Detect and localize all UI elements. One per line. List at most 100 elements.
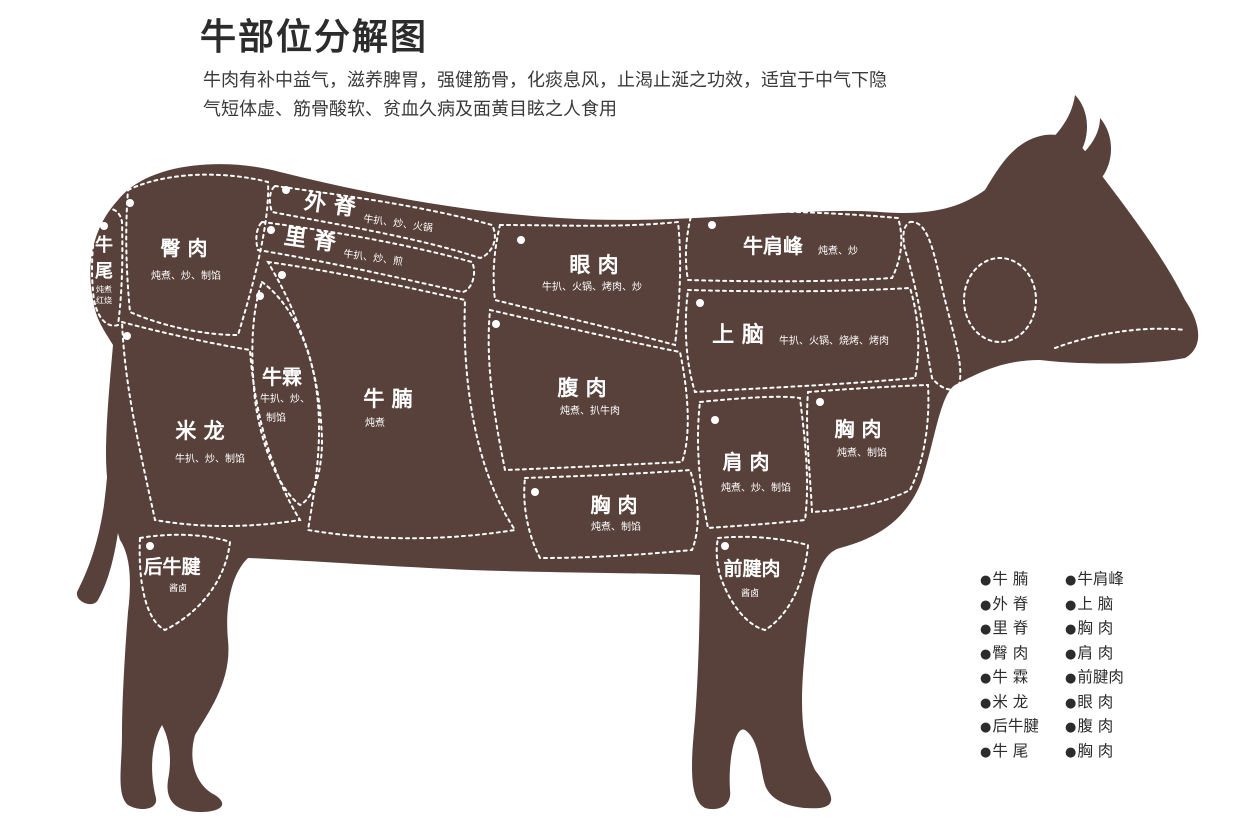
cut-name: 眼 肉 xyxy=(569,253,618,277)
boundary-wai-ji xyxy=(268,184,496,260)
legend-item: ●臀 肉 xyxy=(980,642,1065,667)
cut-name: 牛 腩 xyxy=(363,387,412,411)
description-line-2: 气短体虚、筋骨酸软、贫血久病及面黄目眩之人食用 xyxy=(203,99,617,120)
bullet-icon: ● xyxy=(980,646,992,662)
cut-label-mi-long: 米 龙 牛扒、炒、制馅 xyxy=(175,419,245,465)
cow-horn-front xyxy=(1060,118,1112,188)
legend-label: 胸 肉 xyxy=(1077,619,1114,637)
cut-name: 胸 肉 xyxy=(591,493,638,517)
cut-use: 炖煮、制馅 xyxy=(591,520,641,533)
cut-use: 炖煮、扒牛肉 xyxy=(560,404,620,417)
cut-labels: 牛 尾 炖煮 红烧 臀 肉 炖煮、炒、制馅 外 脊 牛扒、炒、火锅 里 脊 牛扒… xyxy=(95,189,889,599)
cut-use: 炖煮 xyxy=(96,284,112,294)
marker-xiong-rou-1 xyxy=(531,488,539,496)
cut-label-tun-rou: 臀 肉 炖煮、炒、制馅 xyxy=(151,236,221,282)
legend-item: ●上 脑 xyxy=(1065,593,1150,618)
cut-use: 制馅 xyxy=(266,411,286,424)
cut-name: 后牛腱 xyxy=(143,555,200,578)
cut-label-xiong-rou-1: 胸 肉 炖煮、制馅 xyxy=(591,493,641,533)
legend-label: 牛 腩 xyxy=(992,570,1029,588)
boundary-niu-nan xyxy=(266,260,517,540)
cut-name: 臀 肉 xyxy=(161,236,208,260)
legend-item: ●牛 腩 xyxy=(980,568,1065,593)
legend-label: 胸 肉 xyxy=(1077,741,1114,760)
marker-li-ji xyxy=(267,226,275,234)
cut-use: 牛扒、炒、 xyxy=(260,392,310,405)
cut-name: 牛肩峰 xyxy=(743,234,803,258)
marker-tun-rou xyxy=(126,199,134,207)
marker-niu-nan xyxy=(278,271,286,279)
cut-use: 炖煮、炒、制馅 xyxy=(151,269,221,282)
legend: ●牛 腩 ●牛肩峰 ●外 脊 ●上 脑 ●里 脊 ●胸 肉 ●臀 肉 ●肩 肉 … xyxy=(980,568,1170,764)
marker-mi-long xyxy=(123,332,131,340)
cut-use: 炖煮、炒、制馅 xyxy=(721,481,791,494)
cut-label-shang-nao: 上 脑 牛扒、火锅、烧烤、烤肉 xyxy=(712,322,889,348)
cut-use: 酱卤 xyxy=(169,582,187,594)
cut-use: 牛扒、炒、制馅 xyxy=(175,452,245,465)
marker-niu-wei xyxy=(100,222,108,230)
boundary-niu-wei xyxy=(91,207,124,327)
bullet-icon: ● xyxy=(980,744,992,760)
description-line-1: 牛肉有补中益气，滋养脾胃，强健筋骨，化痰息风，止渴止涎之功效，适宜于中气下隐 xyxy=(203,70,887,91)
marker-yan-rou xyxy=(517,236,525,244)
cut-name: 肩 肉 xyxy=(723,450,770,474)
legend-label: 米 龙 xyxy=(992,692,1029,711)
legend-label: 牛 尾 xyxy=(992,741,1029,760)
cut-label-hou-niu-jian: 后牛腱 酱卤 xyxy=(143,555,200,594)
boundary-mi-long xyxy=(120,320,302,527)
legend-item: ●前腱肉 xyxy=(1065,666,1150,691)
bullet-icon: ● xyxy=(1065,671,1077,686)
boundary-xiong-rou-1 xyxy=(523,468,699,560)
marker-xiong-rou-2 xyxy=(816,398,824,406)
bullet-icon: ● xyxy=(1065,646,1077,662)
cut-use: 炖煮、制馅 xyxy=(837,446,887,459)
legend-label: 牛肩峰 xyxy=(1077,570,1124,588)
legend-item: ●牛肩峰 xyxy=(1065,568,1150,593)
bullet-icon: ● xyxy=(1065,597,1077,613)
legend-label: 后牛腱 xyxy=(992,717,1039,735)
cut-name: 前腱肉 xyxy=(723,557,780,580)
boundary-li-ji xyxy=(255,220,476,294)
boundary-qian-jian-rou xyxy=(715,535,810,632)
description: 牛肉有补中益气，滋养脾胃，强健筋骨，化痰息风，止渴止涎之功效，适宜于中气下隐 气… xyxy=(203,66,1003,124)
cut-name: 尾 xyxy=(95,261,113,282)
marker-fu-rou xyxy=(492,320,500,328)
cut-name: 上 脑 xyxy=(712,322,764,348)
cut-use: 炖煮、炒 xyxy=(818,244,858,257)
bullet-icon: ● xyxy=(980,671,992,686)
legend-label: 腹 肉 xyxy=(1077,717,1114,735)
cut-boundaries xyxy=(91,173,1186,632)
bullet-icon: ● xyxy=(980,720,992,735)
bullet-icon: ● xyxy=(1065,622,1077,637)
cut-label-qian-jian-rou: 前腱肉 酱卤 xyxy=(723,557,780,599)
bullet-icon: ● xyxy=(1065,720,1077,735)
legend-label: 上 脑 xyxy=(1077,594,1114,613)
boundary-niu-lin xyxy=(251,280,324,507)
boundary-cheek xyxy=(963,257,1037,343)
legend-label: 前腱肉 xyxy=(1077,668,1124,686)
boundary-fu-rou xyxy=(487,308,689,472)
marker-qian-jian-rou xyxy=(721,542,729,550)
legend-item: ●里 脊 xyxy=(980,617,1065,642)
legend-item: ●牛 尾 xyxy=(980,740,1065,765)
bullet-icon: ● xyxy=(980,573,992,588)
cut-label-niu-lin: 牛霖 牛扒、炒、 制馅 xyxy=(260,365,310,424)
cut-label-niu-nan: 牛 腩 炖煮 xyxy=(363,387,412,429)
bullet-icon: ● xyxy=(980,622,992,637)
marker-niu-jian-feng xyxy=(708,221,716,229)
cut-name: 胸 肉 xyxy=(835,417,882,441)
marker-shang-nao xyxy=(696,299,704,307)
legend-item: ●腹 肉 xyxy=(1065,715,1150,740)
bullet-icon: ● xyxy=(1065,573,1077,588)
boundary-yan-rou xyxy=(492,220,682,347)
marker-hou-niu-jian xyxy=(146,542,154,550)
cut-label-jian-rou: 肩 肉 炖煮、炒、制馅 xyxy=(721,450,791,494)
legend-item: ●眼 肉 xyxy=(1065,691,1150,716)
cow-horn-back xyxy=(1020,95,1088,176)
cut-use: 炖煮 xyxy=(365,416,385,429)
boundary-neck xyxy=(902,220,962,391)
marker-wai-ji xyxy=(282,186,290,194)
cut-use: 牛扒、火锅、烧烤、烤肉 xyxy=(779,334,889,347)
boundary-muzzle xyxy=(1054,327,1186,349)
